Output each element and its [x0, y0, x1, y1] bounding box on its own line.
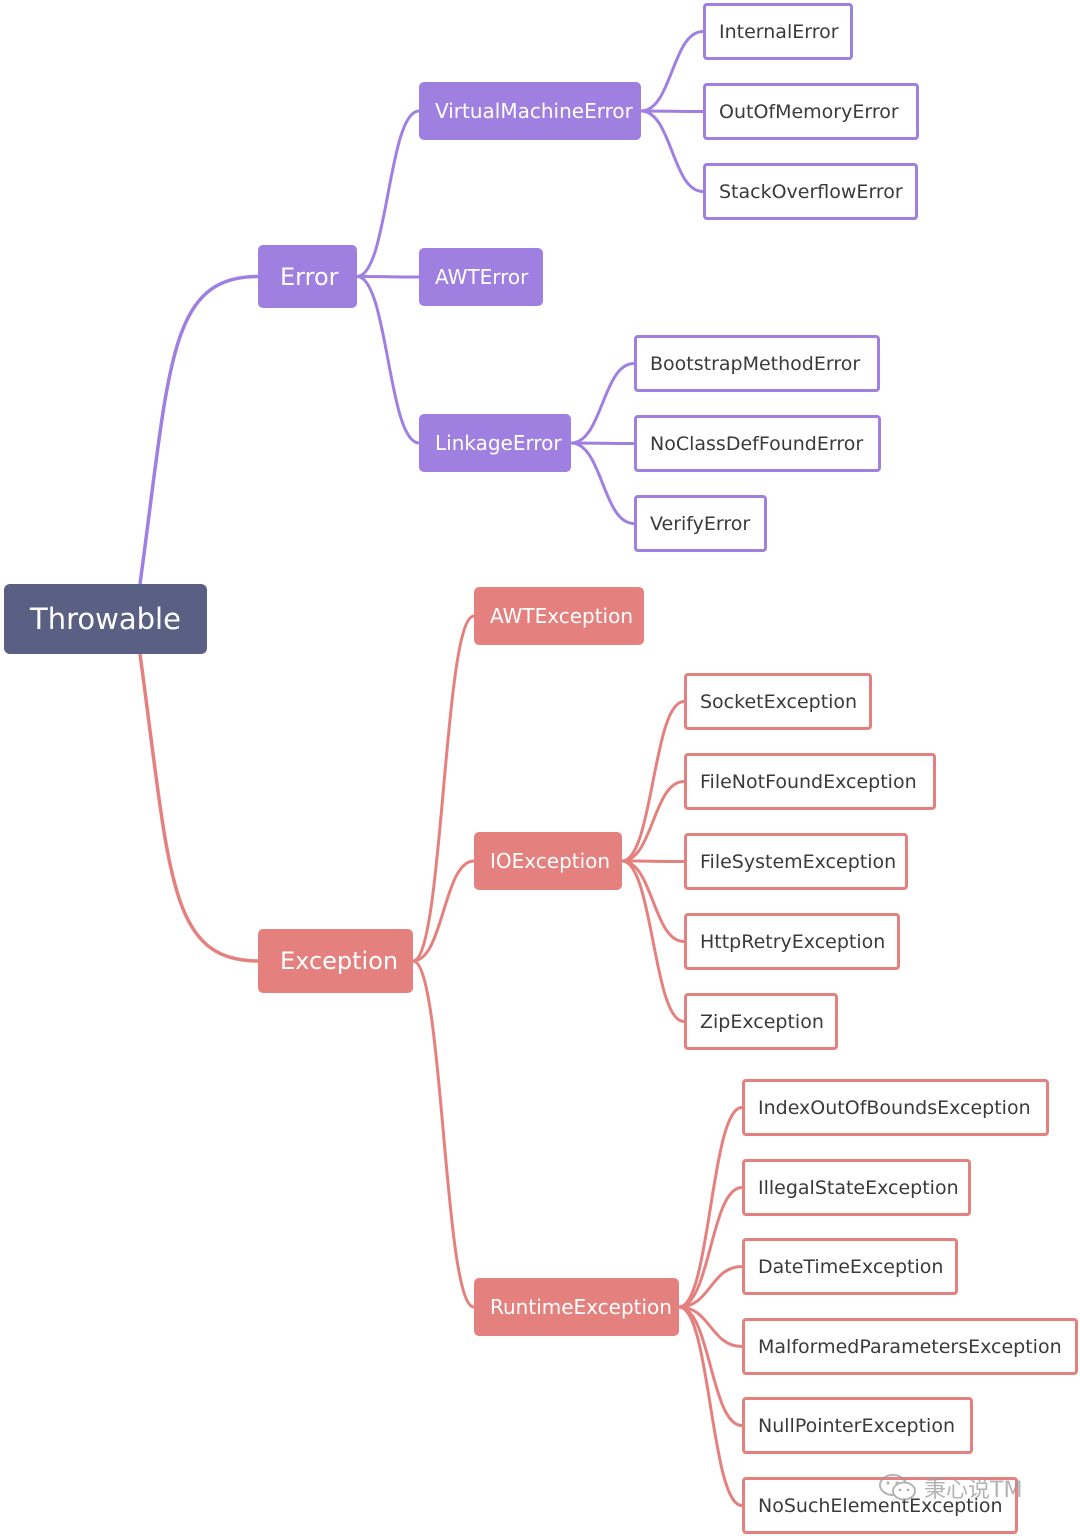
link-node-datetimeexception	[677, 1265, 744, 1309]
node-nullpointerexception: NullPointerException	[742, 1397, 973, 1454]
node-awtexception: AWTException	[474, 587, 644, 645]
link-node-filenotfoundexception	[620, 780, 686, 863]
link-node-stackoverflowerror	[639, 109, 705, 193]
link-node-ioexception	[411, 859, 476, 963]
node-socketexception: SocketException	[684, 673, 872, 730]
link-node-awterror	[355, 275, 421, 279]
link-node-internalerror	[639, 30, 705, 113]
node-throwable: Throwable	[4, 584, 207, 654]
wechat-icon	[879, 1474, 916, 1501]
node-virtualmachineerror: VirtualMachineError	[419, 82, 641, 140]
node-verifyerror: VerifyError	[634, 495, 767, 552]
link-node-nullpointerexception	[677, 1305, 744, 1427]
node-zipexception: ZipException	[684, 993, 838, 1050]
node-datetimeexception: DateTimeException	[742, 1238, 958, 1295]
node-ioexception: IOException	[474, 832, 622, 890]
node-noclassdeffounderror: NoClassDefFoundError	[634, 415, 881, 472]
link-node-outofmemoryerror	[639, 109, 705, 113]
watermark-text: 秉心说TM	[924, 1478, 1023, 1503]
link-node-illegalstateexception	[677, 1186, 744, 1309]
node-indexoutofboundsexception: IndexOutOfBoundsException	[742, 1079, 1049, 1136]
link-node-httpretryexception	[620, 859, 686, 943]
link-node-filesystemexception	[620, 859, 686, 863]
link-node-socketexception	[620, 700, 686, 863]
watermark: 秉心说TM	[878, 1472, 1022, 1504]
node-internalerror: InternalError	[703, 3, 853, 60]
link-node-noclassdeffounderror	[569, 441, 636, 445]
link-node-error	[138, 274, 259, 585]
node-outofmemoryerror: OutOfMemoryError	[703, 83, 919, 140]
link-node-bootstrapmethoderror	[569, 362, 636, 445]
node-runtimeexception: RuntimeException	[474, 1278, 679, 1336]
node-illegalstateexception: IllegalStateException	[742, 1159, 971, 1216]
link-node-virtualmachineerror	[355, 109, 421, 278]
node-malformedparametersexception: MalformedParametersException	[742, 1318, 1078, 1375]
node-bootstrapmethoderror: BootstrapMethodError	[634, 335, 880, 392]
link-node-indexoutofboundsexception	[677, 1106, 744, 1309]
node-httpretryexception: HttpRetryException	[684, 913, 900, 970]
link-node-verifyerror	[569, 441, 636, 525]
node-linkageerror: LinkageError	[419, 414, 571, 472]
node-filesystemexception: FileSystemException	[684, 833, 908, 890]
node-stackoverflowerror: StackOverflowError	[703, 163, 918, 220]
node-error: Error	[258, 245, 357, 308]
link-node-exception	[138, 653, 259, 963]
link-node-awtexception	[411, 614, 476, 963]
link-node-zipexception	[620, 859, 686, 1023]
node-awterror: AWTError	[419, 248, 543, 306]
link-node-nosuchelementexception	[677, 1305, 744, 1507]
link-node-linkageerror	[355, 275, 421, 445]
link-node-runtimeexception	[411, 959, 476, 1309]
link-node-malformedparametersexception	[677, 1305, 744, 1348]
node-exception: Exception	[258, 929, 413, 993]
node-filenotfoundexception: FileNotFoundException	[684, 753, 936, 810]
